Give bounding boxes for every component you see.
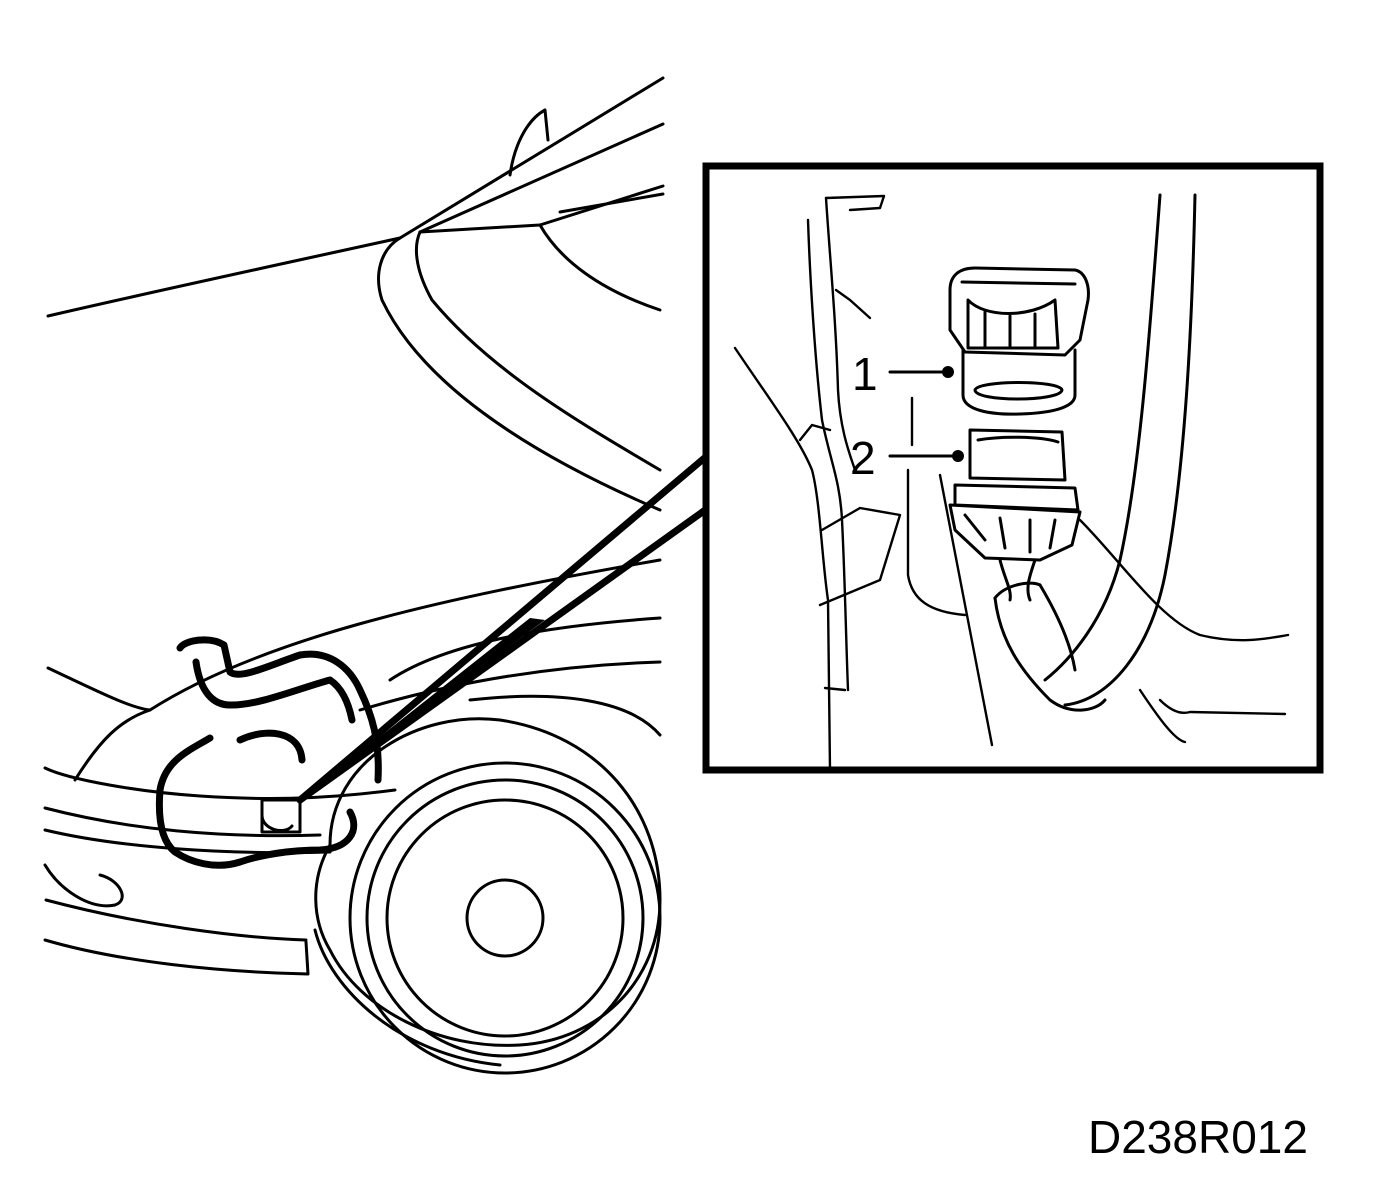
front-wheel xyxy=(313,717,662,1075)
figure-code: D238R012 xyxy=(1088,1111,1308,1163)
callout-2-label: 2 xyxy=(850,432,876,484)
open-hood xyxy=(46,76,665,512)
callout-leaders xyxy=(888,366,964,462)
callout-2-dot xyxy=(952,450,964,462)
callout-1-dot xyxy=(942,366,954,378)
detail-inset-frame xyxy=(702,162,1324,774)
callout-1-label: 1 xyxy=(852,348,878,400)
detail-inset-content xyxy=(733,193,1290,772)
engine-bay-hose xyxy=(155,636,382,869)
zoom-leader xyxy=(296,451,712,804)
car-front-body xyxy=(43,558,662,976)
